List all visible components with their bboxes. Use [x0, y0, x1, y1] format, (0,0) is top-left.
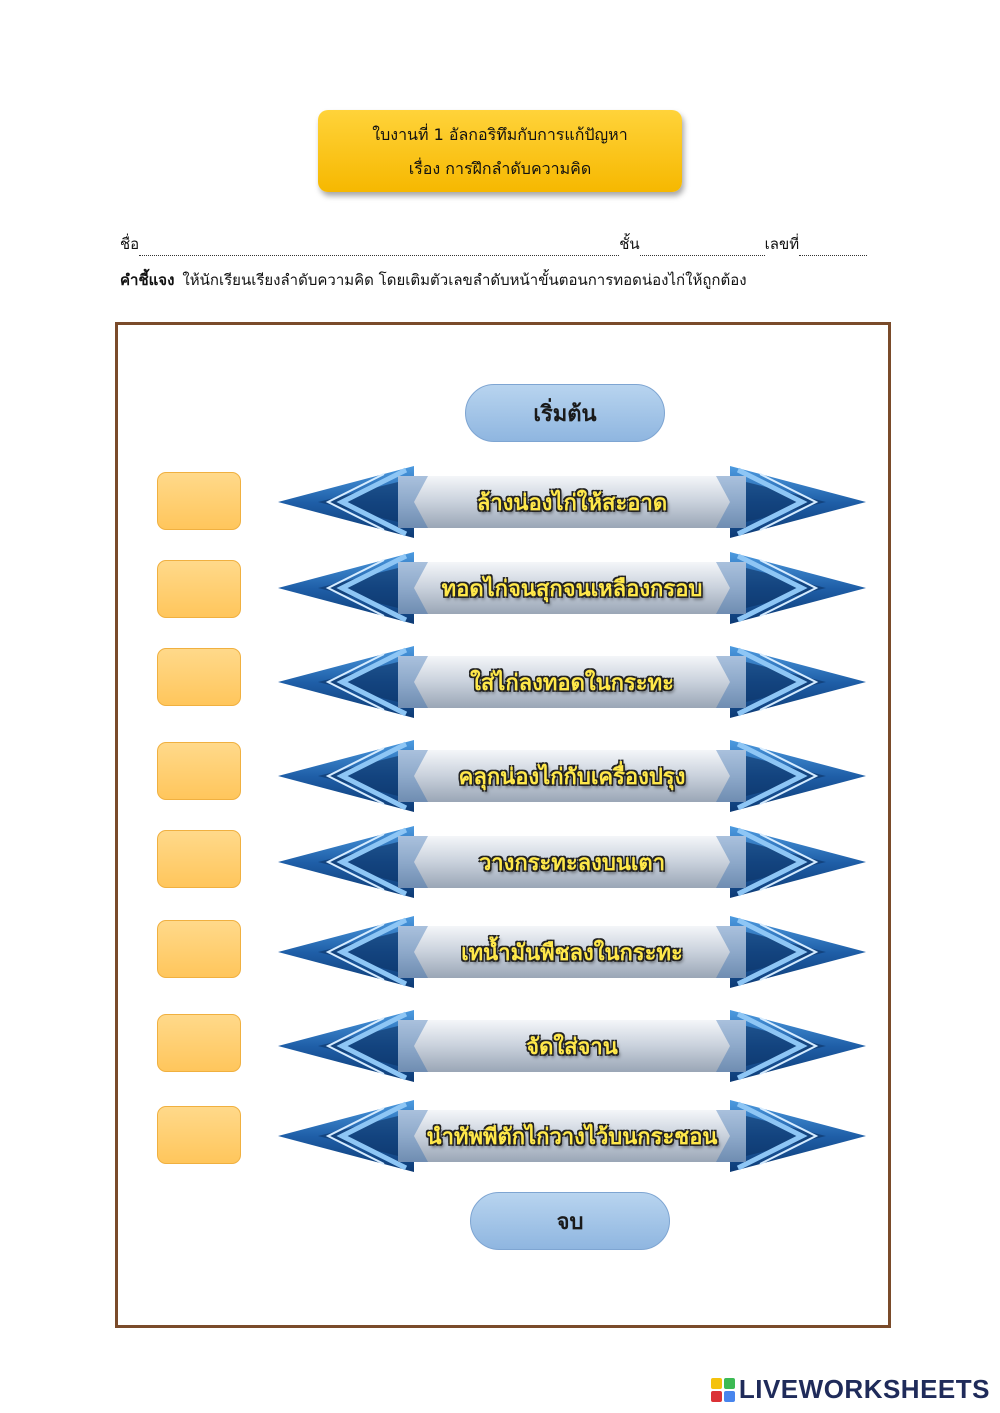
instruction: คำชี้แจง ให้นักเรียนเรียงลำดับความคิด โดย…	[120, 268, 747, 292]
answer-box[interactable]	[157, 920, 241, 978]
step-banner: คลุกน่องไก่กับเครื่องปรุง	[278, 740, 866, 812]
step-text: ทอดไก่จนสุกจนเหลืองกรอบ	[441, 576, 703, 602]
step-text: นำทัพพีตักไก่วางไว้บนกระชอน	[426, 1124, 718, 1150]
step-text: จัดใส่จาน	[526, 1034, 618, 1060]
activity-frame	[115, 322, 891, 1328]
step-text: ใส่ไก่ลงทอดในกระทะ	[470, 670, 674, 696]
step-banner: ทอดไก่จนสุกจนเหลืองกรอบ	[278, 552, 866, 624]
number-field[interactable]	[799, 241, 868, 256]
answer-box[interactable]	[157, 560, 241, 618]
name-label: ชื่อ	[120, 235, 140, 253]
instruction-text: ให้นักเรียนเรียงลำดับความคิด โดยเติมตัวเ…	[182, 271, 747, 289]
worksheet-title: ใบงานที่ 1 อัลกอริทึมกับการแก้ปัญหา เรื่…	[318, 110, 682, 192]
title-line-2: เรื่อง การฝึกลำดับความคิด	[408, 159, 592, 178]
liveworksheets-brand: LIVEWORKSHEETS	[710, 1374, 990, 1405]
step-banner: เทน้ำมันพืชลงในกระทะ	[278, 916, 866, 988]
title-line-1: ใบงานที่ 1 อัลกอริทึมกับการแก้ปัญหา	[372, 125, 628, 144]
step-banner: จัดใส่จาน	[278, 1010, 866, 1082]
step-text: ล้างน่องไก่ให้สะอาด	[476, 490, 668, 516]
step-banner: วางกระทะลงบนเตา	[278, 826, 866, 898]
answer-box[interactable]	[157, 742, 241, 800]
answer-box[interactable]	[157, 472, 241, 530]
instruction-label: คำชี้แจง	[120, 271, 175, 289]
liveworksheets-logo-icon	[710, 1377, 735, 1402]
step-banner: นำทัพพีตักไก่วางไว้บนกระชอน	[278, 1100, 866, 1172]
answer-box[interactable]	[157, 830, 241, 888]
brand-text: LIVEWORKSHEETS	[738, 1374, 990, 1404]
step-text: เทน้ำมันพืชลงในกระทะ	[461, 940, 683, 966]
student-info-line: ชื่อ ชั้น เลขที่	[120, 232, 880, 256]
answer-box[interactable]	[157, 1106, 241, 1164]
answer-box[interactable]	[157, 648, 241, 706]
number-label: เลขที่	[764, 235, 800, 253]
start-terminal: เริ่มต้น	[465, 384, 665, 442]
end-terminal: จบ	[470, 1192, 670, 1250]
step-text: วางกระทะลงบนเตา	[478, 850, 666, 876]
step-banner: ใส่ไก่ลงทอดในกระทะ	[278, 646, 866, 718]
step-text: คลุกน่องไก่กับเครื่องปรุง	[458, 764, 686, 790]
class-label: ชั้น	[619, 235, 640, 253]
class-field[interactable]	[639, 241, 765, 256]
step-banner: ล้างน่องไก่ให้สะอาด	[278, 466, 866, 538]
answer-box[interactable]	[157, 1014, 241, 1072]
name-field[interactable]	[139, 241, 620, 256]
